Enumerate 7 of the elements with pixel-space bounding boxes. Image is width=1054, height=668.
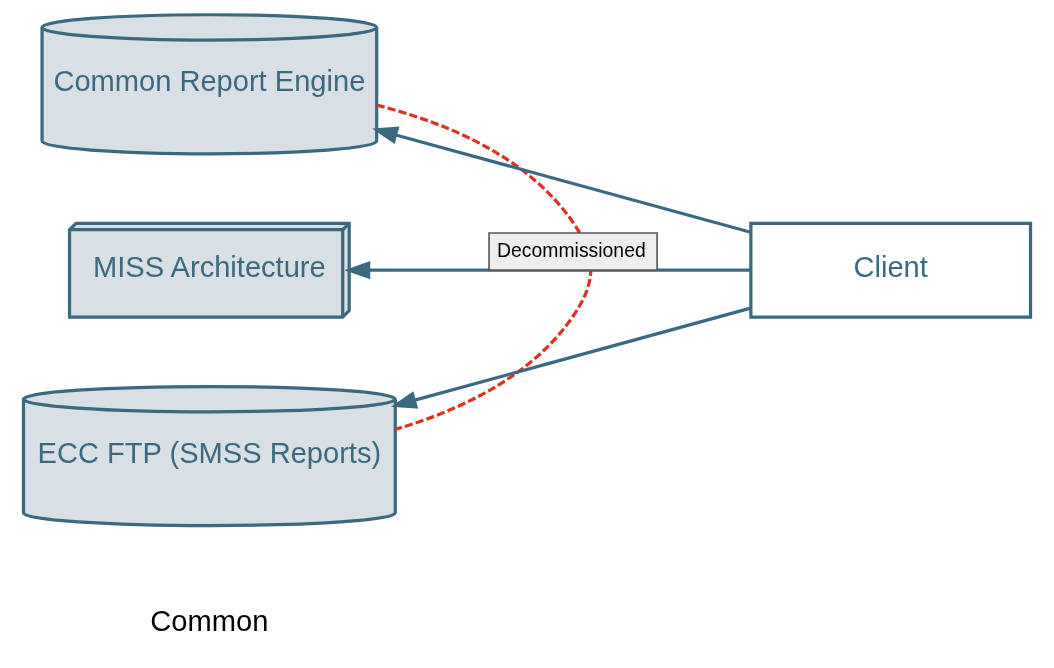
arrow xyxy=(372,126,752,234)
edge-label: Decommissioned xyxy=(497,239,646,262)
node-box: Client xyxy=(749,221,1033,319)
connector xyxy=(376,103,593,431)
label: Common xyxy=(150,605,269,638)
arrow xyxy=(344,261,751,280)
arrow xyxy=(390,306,752,409)
